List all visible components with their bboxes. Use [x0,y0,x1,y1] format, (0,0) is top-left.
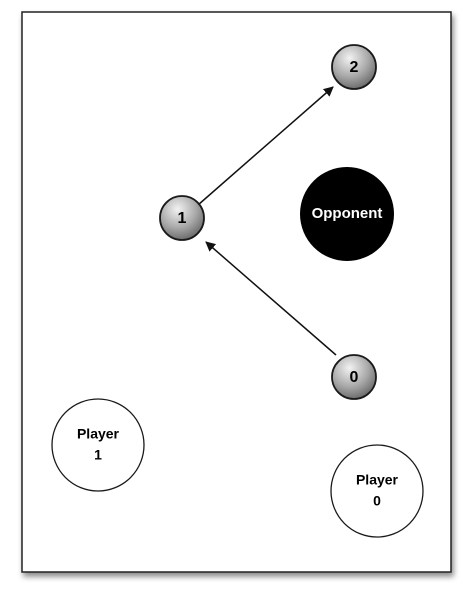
ball-position-2-label: 2 [350,59,359,76]
player-0-label-line2: 0 [373,493,381,509]
ball-position-0-label: 0 [350,369,359,386]
player-1-node: Player 1 [51,398,145,492]
ball-position-1: 1 [159,195,205,241]
ball-position-1-label: 1 [178,210,187,227]
arrow-0-to-1 [205,241,337,356]
ball-position-2: 2 [331,44,377,90]
player-0-label-line1: Player [356,472,399,488]
player-0-node: Player 0 [330,444,424,538]
ball-position-0: 0 [331,354,377,400]
player-1-label-line1: Player [77,426,120,442]
arrow-1-to-2 [197,86,334,206]
player-1-label-line2: 1 [94,447,102,463]
opponent-label: Opponent [312,205,383,222]
opponent-node: Opponent [300,167,394,261]
